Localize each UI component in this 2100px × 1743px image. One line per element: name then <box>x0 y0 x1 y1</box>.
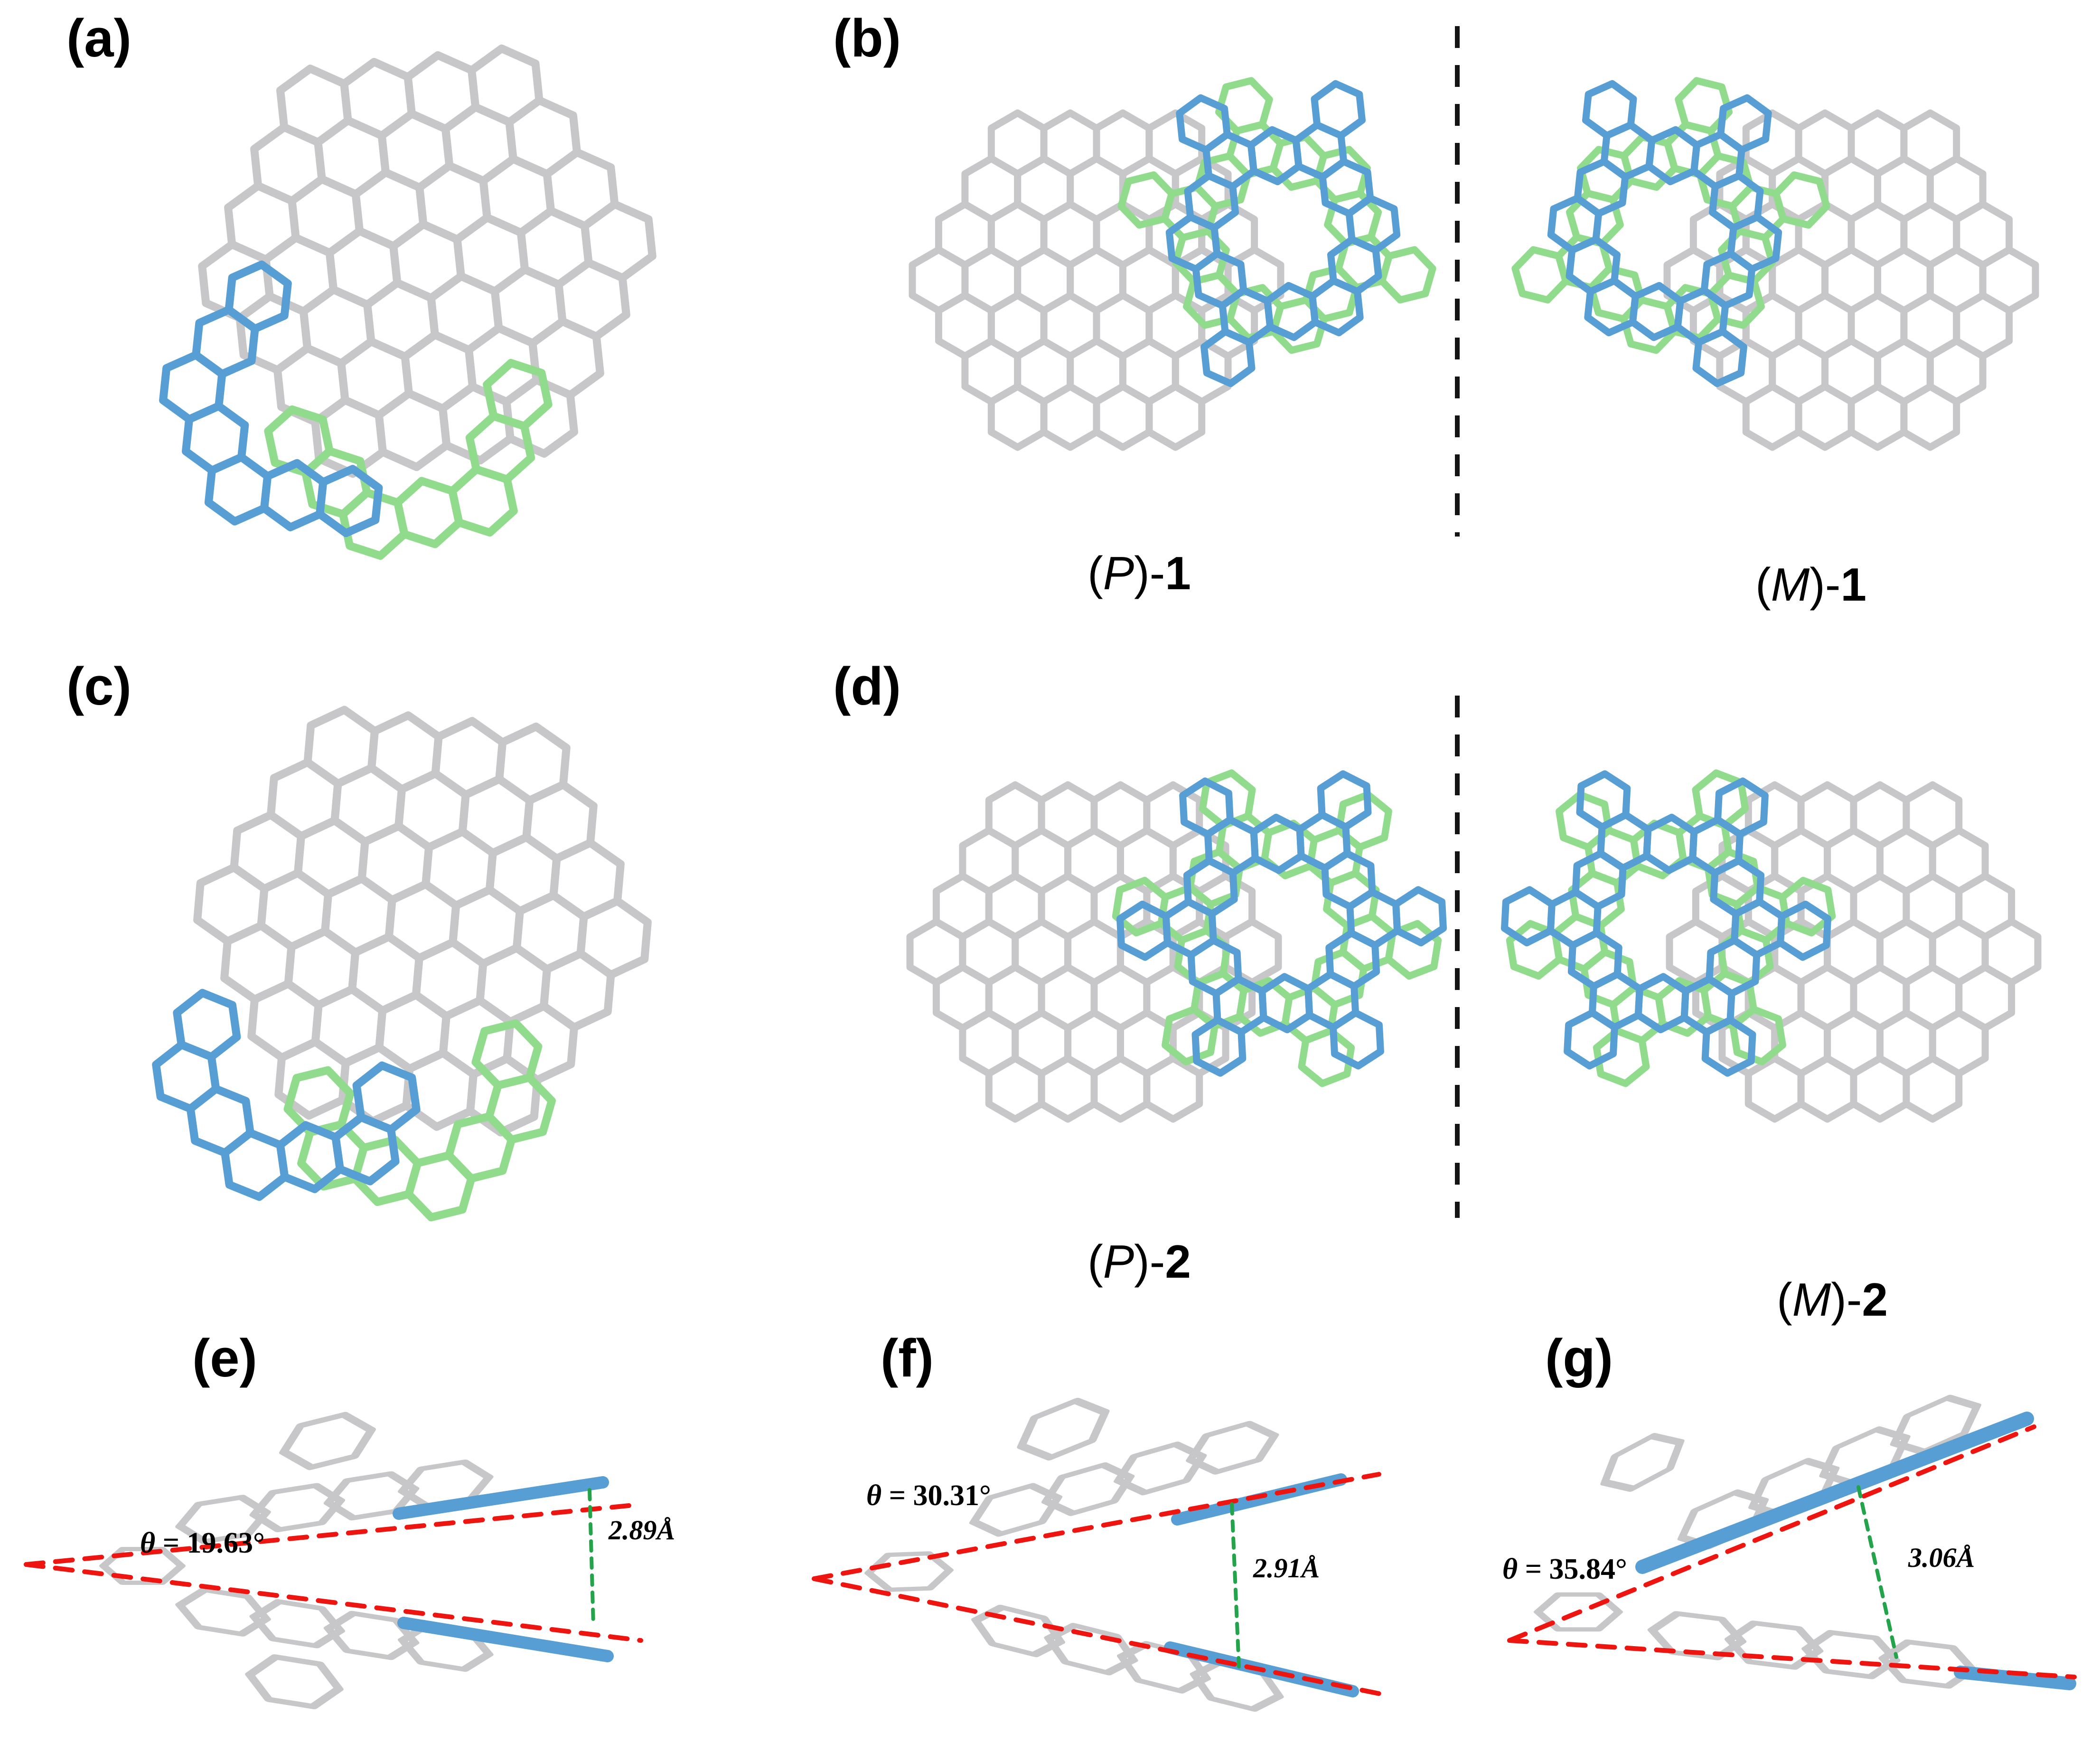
blue-macrocycle-overlay <box>1165 80 1401 387</box>
distance-dashed-line <box>588 1488 595 1627</box>
distance-annotation-e: 2.89Å <box>608 1515 675 1545</box>
label-close-paren: )- <box>1831 1273 1862 1326</box>
panel-c-molecule <box>152 706 652 1222</box>
panel-label-b: (b) <box>833 9 901 68</box>
distance-annotation-g: 3.06Å <box>1908 1542 1975 1573</box>
gray-nanographene-lattice <box>909 109 1284 451</box>
blue-edge-segments <box>393 1476 614 1662</box>
molecule-label-M1: (M)-1 <box>1526 561 2096 608</box>
label-stereo: M <box>1771 558 1810 611</box>
molecule-label-M2: (M)-2 <box>1547 1276 2100 1323</box>
label-number: 1 <box>1165 547 1191 599</box>
label-stereo: P <box>1103 1235 1134 1288</box>
panel-divider <box>1455 696 1460 1218</box>
angle-dashed-lines <box>24 1503 643 1643</box>
panel-f-sideview: θ = 30.31° 2.91Å <box>812 1397 1388 1712</box>
label-close-paren: )- <box>1134 547 1165 599</box>
distance-annotation-f: 2.91Å <box>1253 1553 1320 1583</box>
blue-macrocycle-overlay <box>1547 80 1782 387</box>
blue-helicene-overlay <box>159 260 383 537</box>
distance-dashed-line <box>1856 1485 1898 1659</box>
gray-side-structure <box>864 1397 1284 1712</box>
panel-b-molecule-M1 <box>1511 77 2039 451</box>
angle-annotation-e: θ = 19.63° <box>140 1527 265 1559</box>
panel-d-molecule-P2 <box>906 769 1447 1123</box>
molecule-label-P1: (P)-1 <box>854 550 1424 596</box>
gray-nanographene-lattice <box>1663 109 2039 451</box>
panel-divider <box>1455 26 1460 537</box>
angle-annotation-f: θ = 30.31° <box>866 1479 991 1512</box>
gray-side-structure <box>99 1412 494 1709</box>
panel-label-f: (f) <box>881 1328 934 1388</box>
gray-nanographene-lattice <box>198 44 656 478</box>
label-number: 1 <box>1840 558 1867 611</box>
blue-edge-segments <box>1164 1473 1359 1697</box>
panel-g-sideview: θ = 35.84° 3.06Å <box>1502 1394 2077 1690</box>
panel-e-sideview: θ = 19.63° 2.89Å <box>24 1412 675 1709</box>
label-stereo: P <box>1103 547 1134 599</box>
panel-label-c: (c) <box>66 657 131 716</box>
panel-label-g: (g) <box>1545 1328 1613 1388</box>
panel-label-a: (a) <box>66 9 131 68</box>
label-stereo: M <box>1792 1273 1831 1326</box>
angle-dashed-lines <box>812 1472 1388 1697</box>
panel-label-d: (d) <box>833 657 901 716</box>
label-number: 2 <box>1165 1235 1191 1288</box>
label-open-paren: ( <box>1088 547 1103 599</box>
mirror-wrapper <box>1501 769 2042 1123</box>
panel-a-molecule <box>159 44 656 560</box>
label-open-paren: ( <box>1776 1273 1792 1326</box>
angle-annotation-g: θ = 35.84° <box>1502 1553 1627 1585</box>
gray-nanographene-lattice <box>193 706 652 1137</box>
angle-dashed-lines <box>1507 1424 2077 1679</box>
label-open-paren: ( <box>1755 558 1771 611</box>
blue-macrocycle-overlay <box>1116 770 1447 1077</box>
distance-dashed-line <box>1230 1502 1241 1668</box>
label-close-paren: )- <box>1809 558 1841 611</box>
panel-b-molecule-P1 <box>909 77 1436 451</box>
label-close-paren: )- <box>1134 1235 1165 1288</box>
molecule-label-P2: (P)-2 <box>854 1238 1424 1285</box>
blue-edge-segments <box>1635 1412 2076 1690</box>
blue-helicene-overlay <box>152 989 421 1201</box>
label-number: 2 <box>1862 1273 1888 1326</box>
panel-label-e: (e) <box>192 1328 257 1388</box>
label-open-paren: ( <box>1088 1235 1103 1288</box>
panel-d-molecule-M2 <box>1501 769 2042 1123</box>
mirror-wrapper <box>1511 77 2039 451</box>
blue-macrocycle-overlay <box>1501 770 1831 1077</box>
